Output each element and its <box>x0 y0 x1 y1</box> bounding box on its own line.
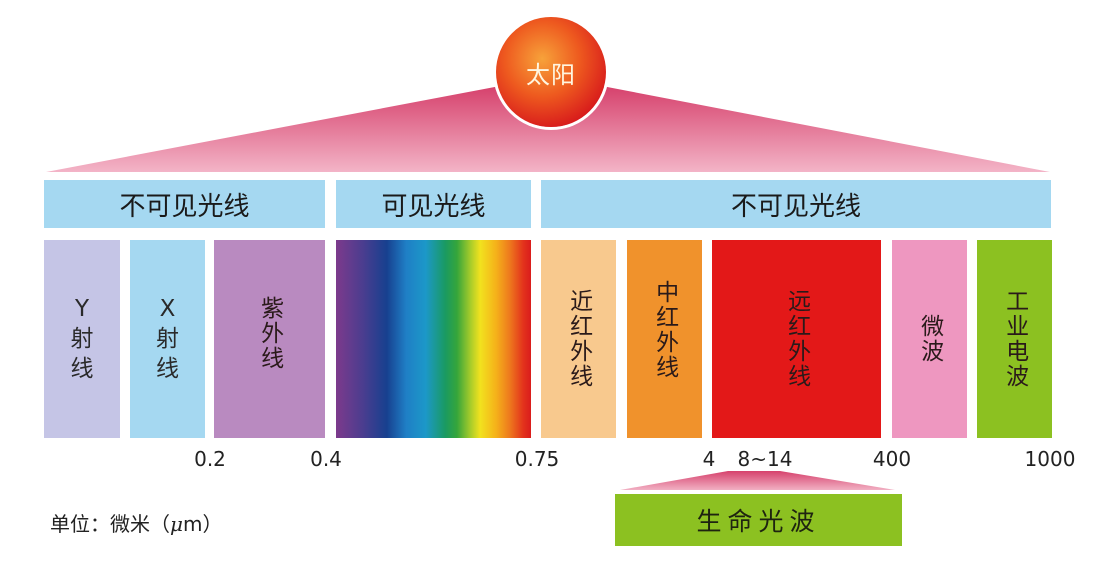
life-wave-label: 生命光波 <box>696 507 821 536</box>
bar-far-infrared: 远红外线 <box>712 240 881 438</box>
bar-gamma-ray: Y 射 线 <box>44 240 120 438</box>
bar-label-line: 线 <box>156 356 179 382</box>
bar-label: 远红外线 <box>783 289 810 389</box>
bar-label: 近红外线 <box>565 289 592 389</box>
tick-label: 8~14 <box>737 447 793 471</box>
radiation-fan-shape <box>46 86 1050 172</box>
bar-mid-infrared: 中红外线 <box>627 240 702 438</box>
tick-label: 0.4 <box>310 447 342 471</box>
bar-industrial-wave: 工业电波 <box>977 240 1052 438</box>
unit-prefix: 单位：微米（ <box>50 512 170 536</box>
band-invisible-left: 不可见光线 <box>44 180 325 228</box>
band-invisible-right: 不可见光线 <box>541 180 1051 228</box>
bar-ultraviolet: 紫外线 <box>214 240 325 438</box>
bar-label-line: Y <box>74 296 90 322</box>
bar-visible-spectrum <box>336 240 531 438</box>
life-wave-fan-shape <box>620 471 895 490</box>
bar-label: 工业电波 <box>1001 289 1028 389</box>
bar-label-line: 线 <box>70 356 94 382</box>
bar-label: 紫外线 <box>256 296 283 371</box>
bar-label-line: X <box>159 296 176 322</box>
tick-label: 0.2 <box>194 447 226 471</box>
tick-label: 0.75 <box>514 447 560 471</box>
unit-symbol: μ <box>170 512 183 536</box>
tick-label: 4 <box>702 447 716 471</box>
bar-label: 微波 <box>916 314 943 364</box>
sun-label: 太阳 <box>526 60 576 89</box>
unit-label: 单位：微米（μm） <box>50 508 222 537</box>
tick-label: 400 <box>872 447 912 471</box>
bar-near-infrared: 近红外线 <box>541 240 616 438</box>
bar-label-line: 射 <box>70 326 94 352</box>
band-visible: 可见光线 <box>336 180 531 228</box>
unit-suffix: m） <box>183 512 223 536</box>
band-label: 不可见光线 <box>730 191 861 222</box>
tick-label: 1000 <box>1024 447 1076 471</box>
band-label: 不可见光线 <box>119 191 250 222</box>
bar-microwave: 微波 <box>892 240 967 438</box>
band-label: 可见光线 <box>381 191 486 222</box>
bar-label: 中红外线 <box>651 280 678 380</box>
life-wave-box: 生命光波 <box>615 494 902 546</box>
bar-label-line: 射 <box>156 326 179 352</box>
bar-x-ray: X 射 线 <box>130 240 205 438</box>
sun-circle: 太阳 <box>496 17 606 127</box>
